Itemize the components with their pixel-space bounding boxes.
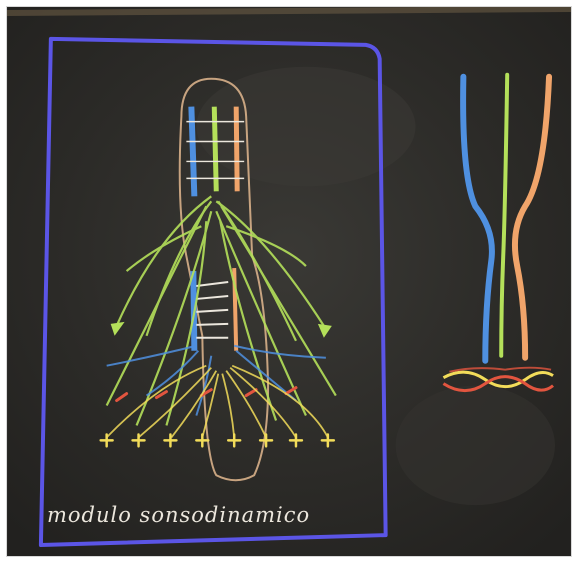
chalkboard-edge: [7, 9, 571, 13]
chalkboard-drawing: [7, 7, 571, 556]
chalkboard-photo: modulo sonsodinamico: [6, 6, 572, 557]
blue-column-upper: [191, 107, 194, 197]
chalk-caption: modulo sonsodinamico: [47, 503, 310, 527]
erased-smudge: [396, 386, 555, 506]
